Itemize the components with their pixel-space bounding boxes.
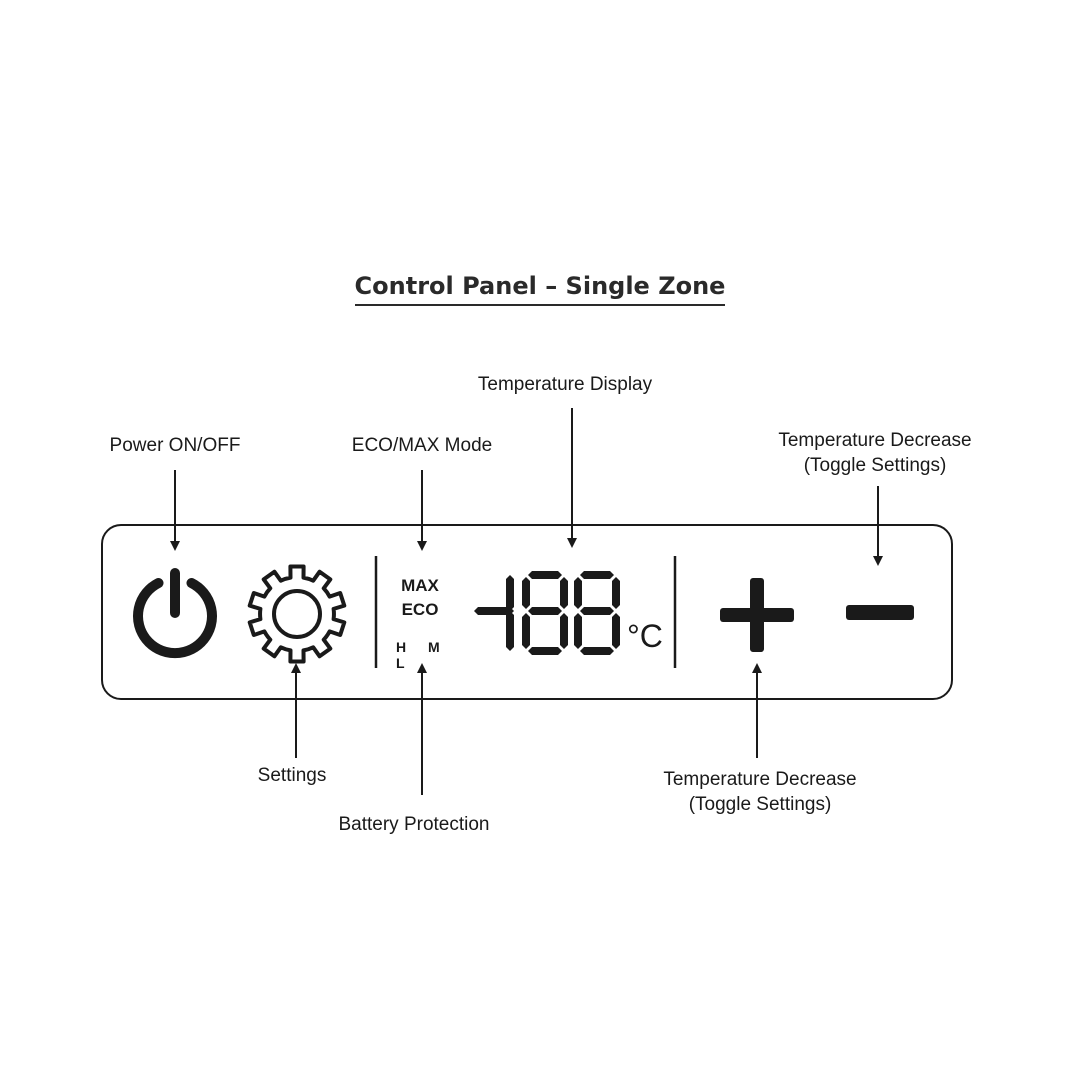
mode-eco-text: ECO bbox=[401, 600, 439, 619]
label-power: Power ON/OFF bbox=[109, 435, 241, 456]
digit-8-second bbox=[574, 571, 620, 655]
segment-4 bbox=[560, 577, 568, 609]
segment-0 bbox=[580, 571, 614, 579]
segment-3 bbox=[574, 577, 582, 609]
diagram-title-text: Control Panel – Single Zone bbox=[354, 272, 726, 306]
segment-0 bbox=[528, 571, 562, 579]
gear-icon[interactable] bbox=[247, 564, 347, 664]
diagram-title: Control Panel – Single Zone bbox=[0, 272, 1080, 306]
segment-1 bbox=[580, 607, 614, 615]
label-temp-decrease-bottom: Temperature Decrease (Toggle Settings) bbox=[645, 767, 875, 817]
segment-5 bbox=[522, 613, 530, 649]
segment-6 bbox=[612, 613, 620, 649]
segment-1 bbox=[528, 607, 562, 615]
digit-8-first bbox=[522, 571, 568, 655]
label-temperature-display: Temperature Display bbox=[477, 374, 653, 395]
label-battery-protection: Battery Protection bbox=[338, 814, 490, 835]
label-settings: Settings bbox=[257, 765, 327, 786]
display-unit: °C bbox=[627, 618, 663, 654]
minus-icon[interactable] bbox=[846, 605, 914, 620]
label-temp-decrease-top-line1: Temperature Decrease bbox=[778, 430, 972, 451]
label-temp-decrease-bottom-line1: Temperature Decrease bbox=[663, 769, 857, 790]
label-temp-decrease-bottom-line2: (Toggle Settings) bbox=[688, 794, 832, 815]
segment-5 bbox=[574, 613, 582, 649]
segment-3 bbox=[522, 577, 530, 609]
segment-6 bbox=[560, 613, 568, 649]
temperature-display bbox=[474, 571, 620, 655]
control-panel bbox=[101, 524, 953, 700]
segment-minus bbox=[474, 607, 514, 615]
segment-4 bbox=[612, 577, 620, 609]
digit-1 bbox=[506, 575, 514, 651]
label-eco-max-mode: ECO/MAX Mode bbox=[351, 435, 493, 456]
segment-2 bbox=[528, 647, 562, 655]
plus-icon[interactable] bbox=[720, 578, 794, 652]
power-icon[interactable] bbox=[133, 568, 217, 659]
segment-2 bbox=[580, 647, 614, 655]
battery-levels-text: H M L bbox=[396, 639, 449, 671]
mode-max-text: MAX bbox=[401, 576, 439, 595]
label-temp-decrease-top-line2: (Toggle Settings) bbox=[803, 455, 947, 476]
label-temp-decrease-top: Temperature Decrease (Toggle Settings) bbox=[760, 428, 990, 478]
